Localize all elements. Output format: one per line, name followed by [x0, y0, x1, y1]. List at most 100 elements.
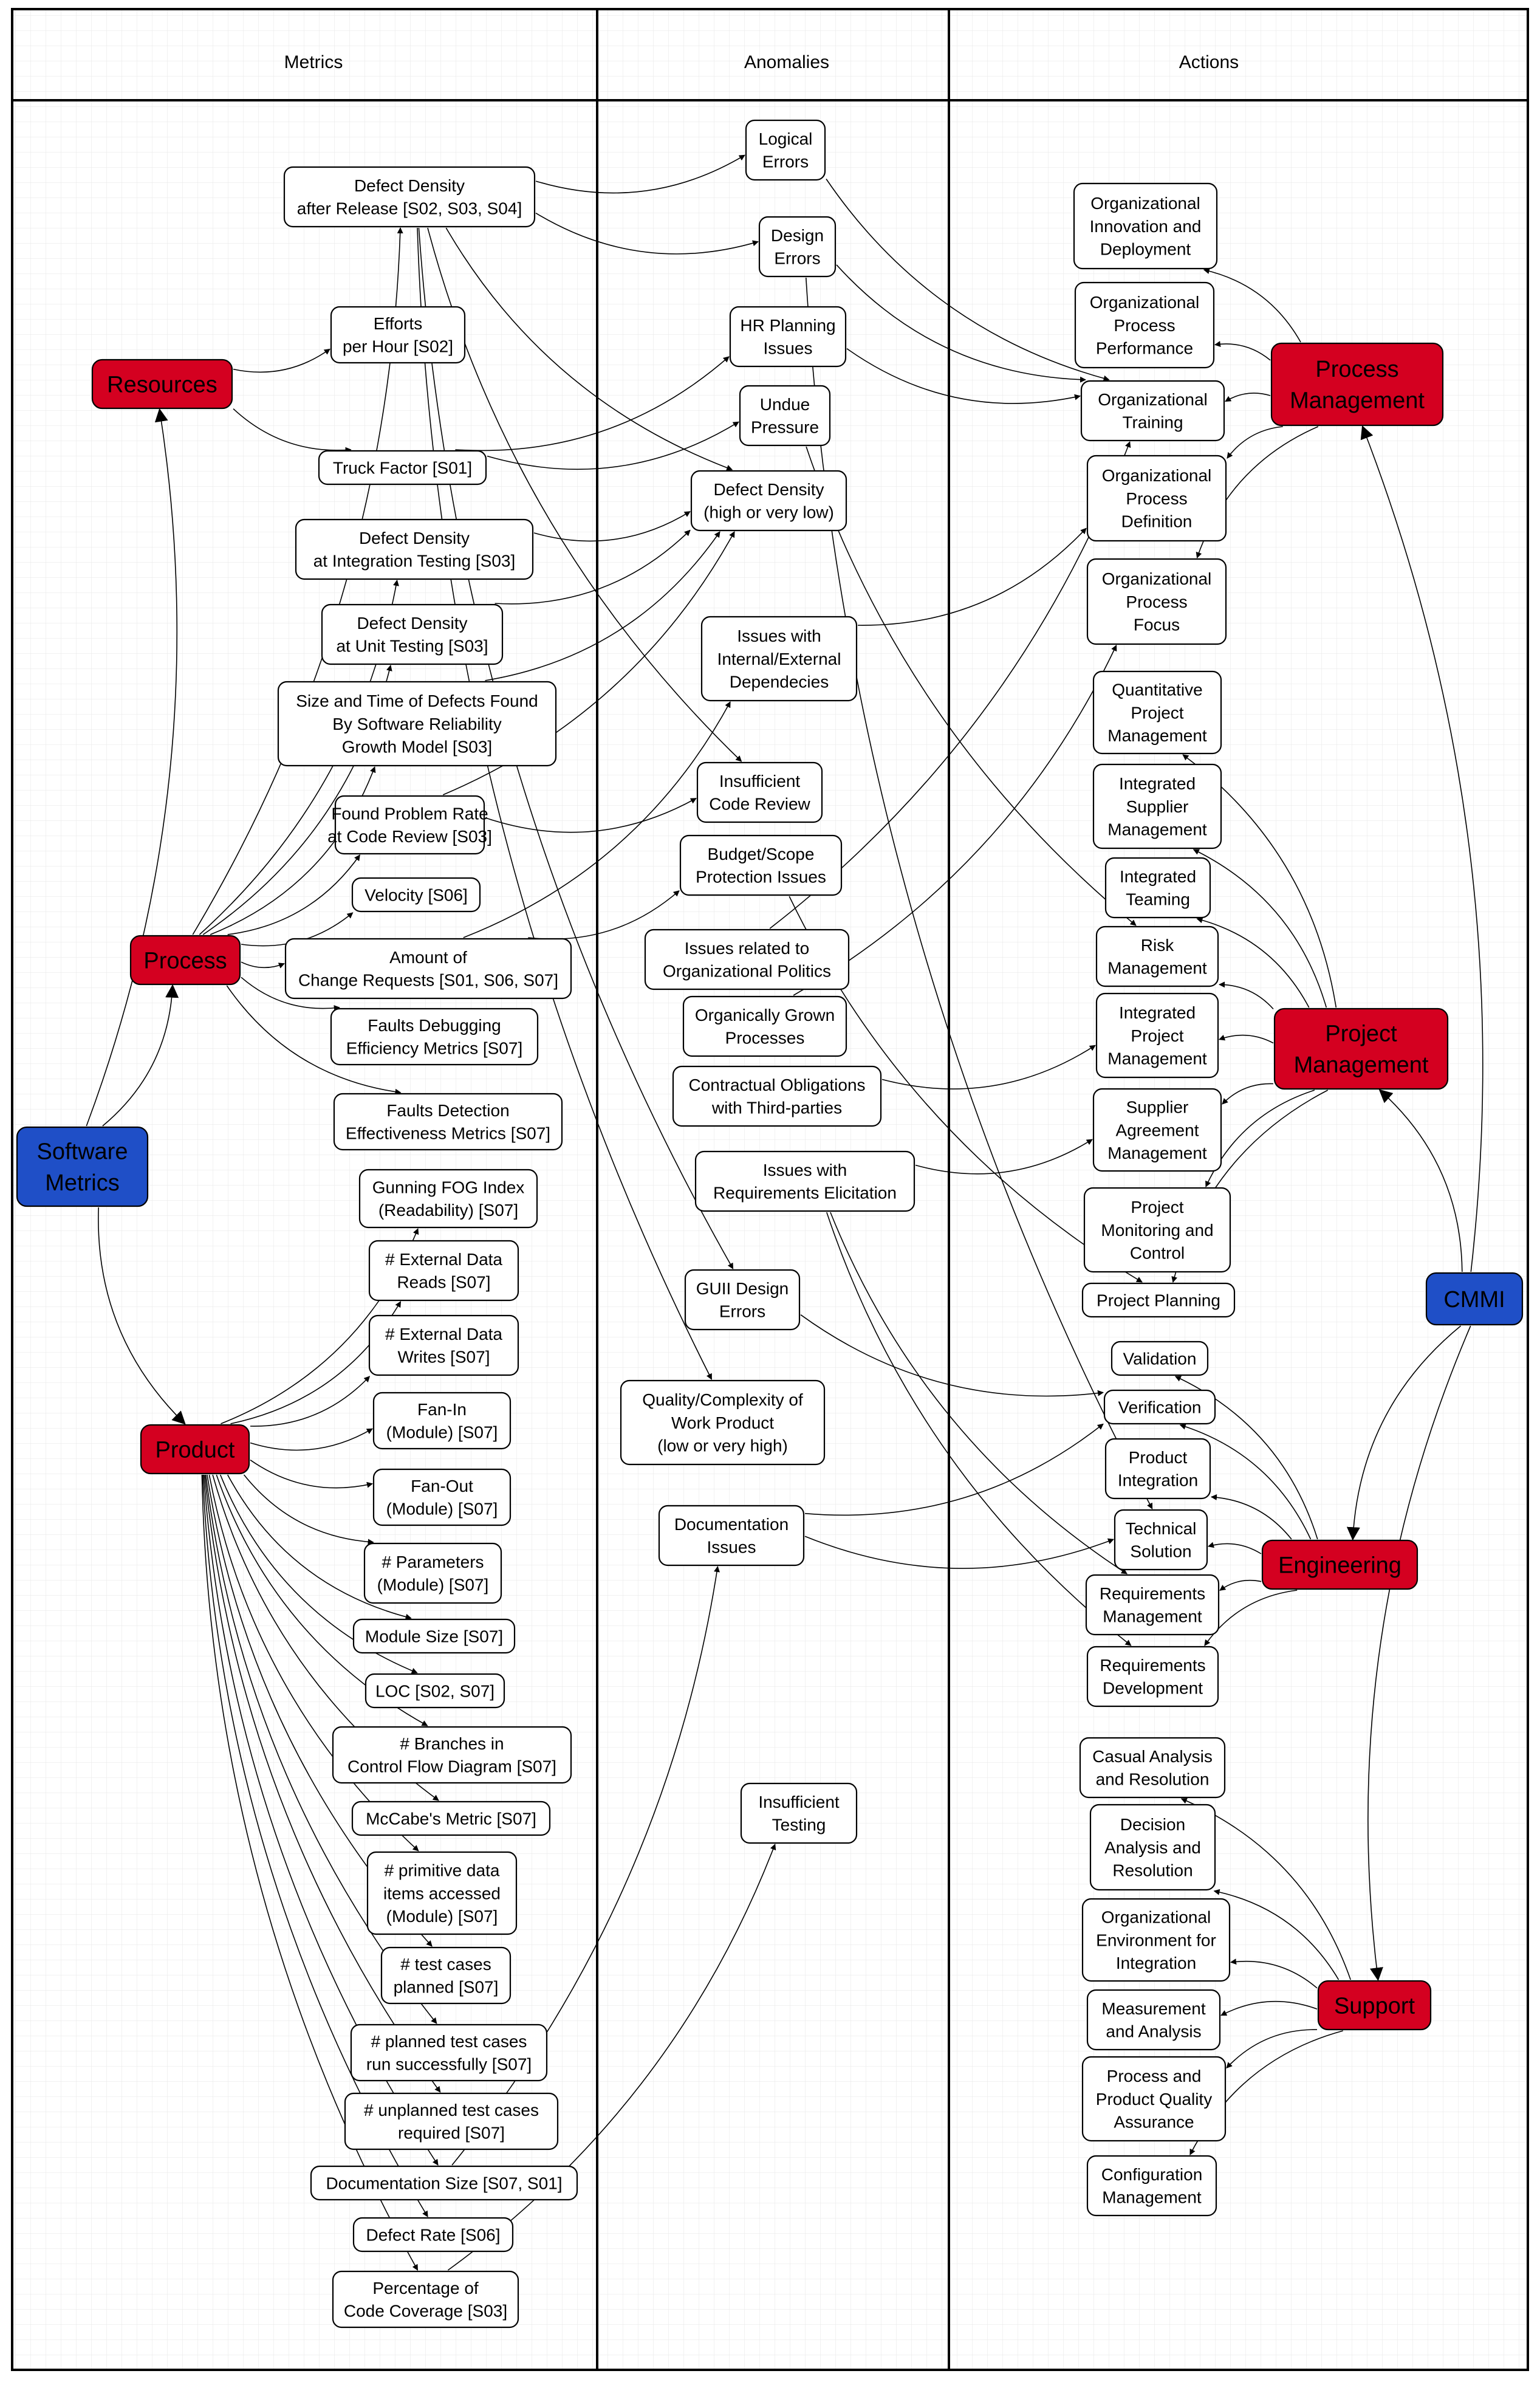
node-box-p-org-training	[1080, 380, 1225, 442]
node-box-p-org-process-focus	[1086, 558, 1227, 645]
edge-product-to-m-loc	[219, 1474, 418, 1674]
header-anomalies: Anomalies	[744, 52, 829, 72]
node-box-m-test-planned	[380, 1946, 512, 2005]
node-box-product	[140, 1424, 250, 1475]
node-box-p-measurement-analysis	[1086, 1989, 1221, 2051]
node-box-m-size-time-defects	[277, 681, 557, 767]
node-box-m-defect-density-release	[283, 166, 536, 228]
edge-engineering-to-p-verification	[1179, 1423, 1312, 1540]
node-box-m-module-size	[352, 1618, 516, 1654]
node-box-m-fan-out	[372, 1468, 512, 1526]
edge-support-to-p-measurement-analysis	[1220, 2000, 1318, 2016]
node-box-a-budget-scope	[679, 834, 843, 896]
node-label-m-truck-factor: Truck Factor [S01]	[333, 458, 472, 477]
node-label-p-project-planning: Project Planning	[1097, 1291, 1220, 1309]
edge-software-metrics-to-resources	[86, 408, 178, 1127]
node-box-m-doc-size	[310, 2165, 578, 2201]
node-box-m-truck-factor	[318, 450, 487, 486]
node-box-p-project-monitoring	[1083, 1187, 1231, 1273]
node-box-process	[129, 935, 241, 986]
edge-a-documentation-to-p-technical-solution	[804, 1536, 1114, 1569]
node-box-p-integrated-pm	[1095, 992, 1219, 1079]
edge-project-management-to-p-integrated-supplier	[1193, 849, 1327, 1008]
node-m-fan-out: Fan-Out(Module) [S07]	[372, 1468, 512, 1526]
node-box-p-org-process-performance	[1074, 281, 1215, 369]
node-box-a-insufficient-testing	[740, 1782, 858, 1844]
node-label-m-defect-rate: Defect Rate [S06]	[366, 2225, 500, 2244]
edge-a-hr-planning-to-p-org-training	[846, 348, 1081, 404]
edge-m-found-problem-rate-to-a-defect-density	[442, 531, 735, 795]
node-box-m-parameters	[363, 1542, 502, 1604]
node-p-validation: Validation	[1111, 1340, 1209, 1376]
edge-a-requirements-elicitation-to-p-supplier-agreement	[915, 1139, 1093, 1175]
edge-support-to-p-decision-analysis	[1213, 1889, 1340, 1980]
node-m-parameters: # Parameters(Module) [S07]	[363, 1542, 502, 1604]
edge-m-defect-density-release-to-a-logical-errors	[535, 154, 745, 194]
node-box-p-causal-analysis	[1079, 1737, 1226, 1799]
node-label-engineering: Engineering	[1278, 1553, 1401, 1578]
node-box-m-loc	[364, 1673, 505, 1709]
node-box-p-ppqa	[1081, 2056, 1227, 2142]
node-label-m-loc: LOC [S02, S07]	[375, 1681, 495, 1700]
edge-project-management-to-p-integrated-pm	[1219, 1034, 1274, 1044]
edge-cmmi-to-engineering	[1346, 1325, 1462, 1541]
edge-product-to-m-module-size	[227, 1474, 412, 1620]
node-box-p-org-environment	[1081, 1898, 1231, 1982]
node-box-m-faults-debugging	[330, 1007, 539, 1066]
node-m-module-size: Module Size [S07]	[352, 1618, 516, 1654]
edge-product-to-m-unplanned	[204, 1474, 441, 2093]
node-box-p-supplier-agreement	[1092, 1088, 1222, 1172]
node-box-m-dd-integration	[295, 518, 534, 580]
node-box-p-verification	[1103, 1389, 1216, 1425]
edge-software-metrics-to-product	[98, 1207, 186, 1425]
edge-a-organically-grown-to-p-org-process-focus	[793, 645, 1117, 996]
node-box-a-logical-errors	[745, 119, 826, 181]
edge-a-requirements-elicitation-to-p-requirements-management	[830, 1212, 1128, 1574]
node-m-gunning-fog: Gunning FOG Index(Readability) [S07]	[358, 1169, 538, 1229]
node-box-m-defect-rate	[352, 2217, 514, 2253]
node-support: Support	[1317, 1980, 1432, 2031]
node-box-p-decision-analysis	[1089, 1804, 1216, 1891]
edge-process-to-m-faults-detection	[226, 985, 402, 1095]
edge-process-management-to-p-org-training	[1225, 393, 1271, 402]
edge-m-dd-integration-to-a-defect-density	[533, 511, 691, 542]
edge-m-truck-factor-to-a-hr-planning	[455, 356, 730, 451]
node-box-p-integrated-supplier	[1092, 763, 1222, 849]
node-p-verification: Verification	[1103, 1389, 1216, 1425]
